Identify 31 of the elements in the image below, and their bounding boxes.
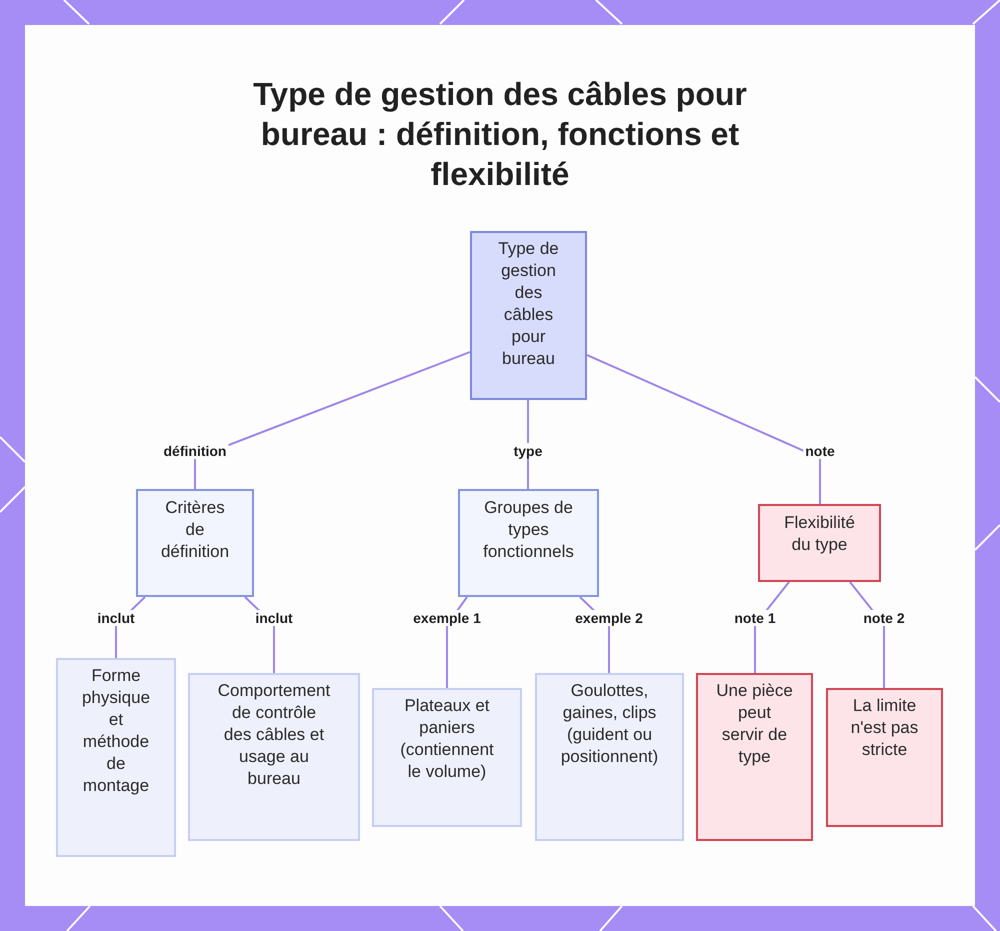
connector-line [586,354,821,504]
connector-line [194,351,470,489]
edge-label: inclut [95,610,137,626]
concept-box [372,688,522,827]
node-label: La limite n'est pas stricte [850,695,920,761]
concept-box [758,504,881,582]
diagram-title: Type de gestion des câbles pour bureau : définition, fonctions et flexibilité [252,75,748,194]
concept-box [826,688,943,827]
node-label: Flexibilité du type [783,512,856,556]
edge-label: exemple 1 [411,610,483,626]
node-label: Type de gestion des câbles pour bureau [497,238,560,370]
concept-box [696,673,813,841]
edge-label: inclut [253,610,295,626]
edge-label: note 1 [732,610,778,626]
node-label: Comportement de contrôle des câbles et usage au bureau [216,680,332,790]
node-label: Groupes de types fonctionnels [482,497,575,563]
concept-box [188,673,360,841]
edge-label: type [512,443,544,459]
edge-label: note 2 [861,610,907,626]
node-label: Goulottes, gaines, clips (guident ou positionnent) [560,680,660,768]
concept-box [458,489,599,597]
concept-box [470,231,587,400]
concept-box [56,658,176,857]
edge-label: exemple 2 [573,610,645,626]
concept-box [535,673,684,841]
concept-box [136,489,254,597]
edge-label: définition [162,443,228,459]
node-label: Critères de définition [160,497,230,563]
node-label: Forme physique et méthode de montage [80,665,152,797]
node-label: Plateaux et paniers (contiennent le volume) [399,695,495,783]
node-label: Une pièce peut servir de type [716,680,794,768]
